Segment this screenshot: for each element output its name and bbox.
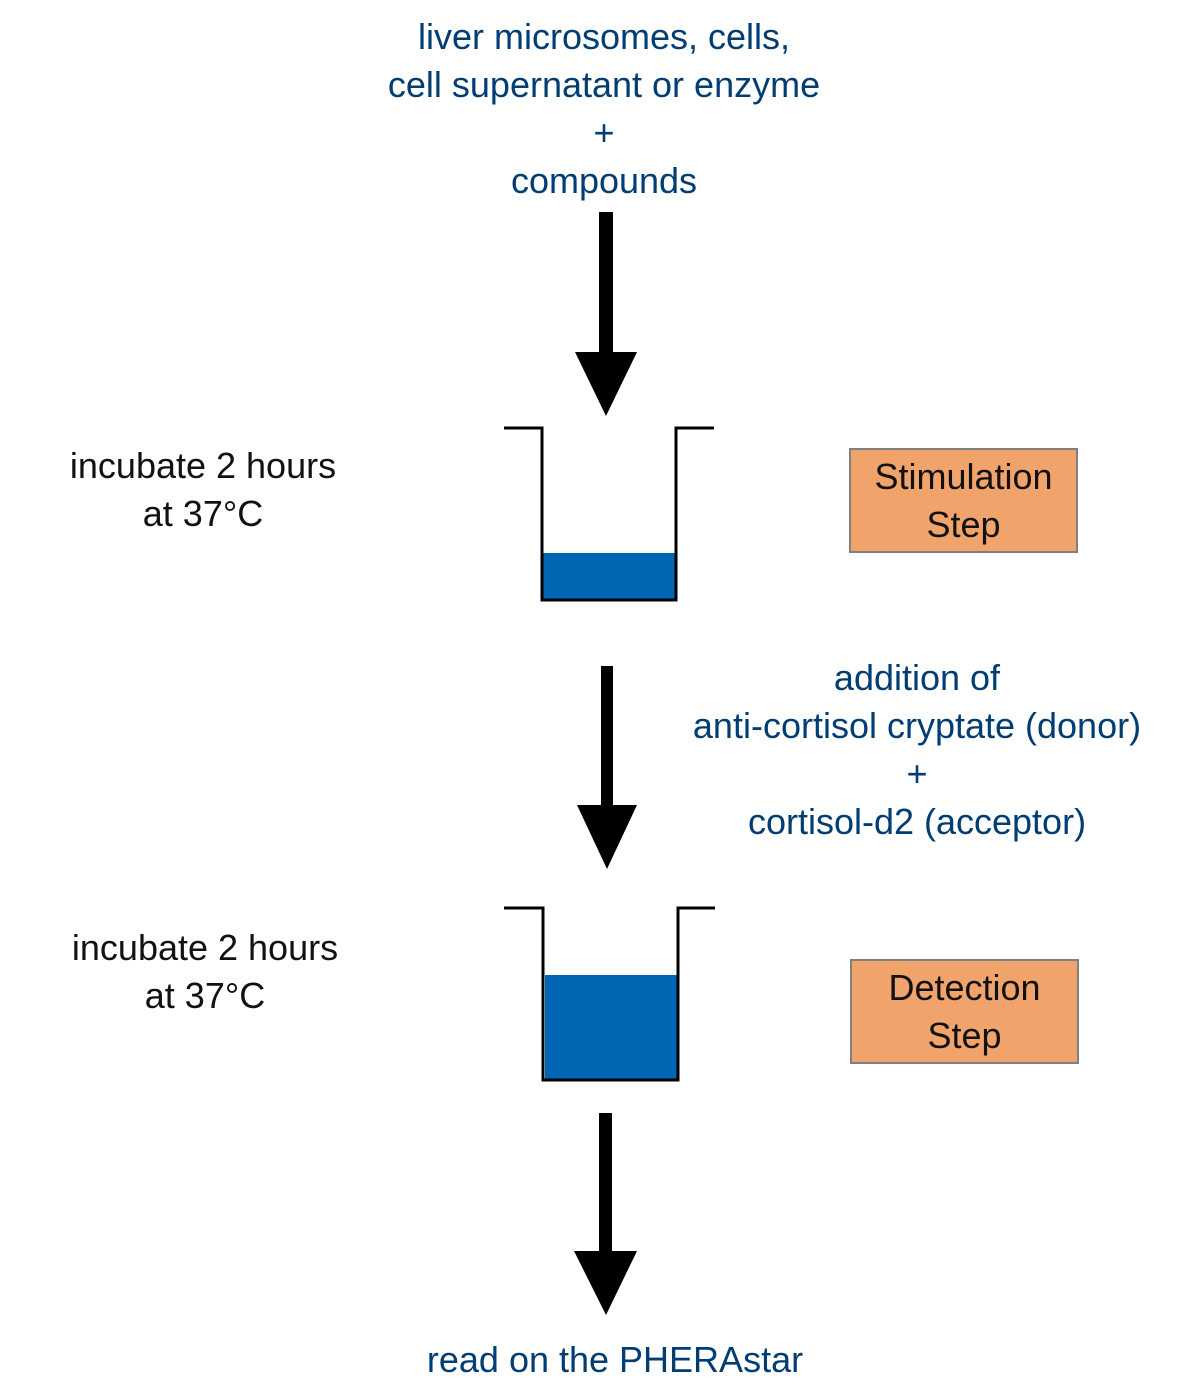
detection-box-line-2: Step [927,1014,1002,1056]
readout-label: read on the PHERAstar [426,1339,804,1380]
input-line-1: liver microsomes, cells, [417,16,791,57]
well-liquid [543,553,675,599]
incubation-2-line-1: incubate 2 hours [71,927,339,968]
addition-line-3: cortisol-d2 (acceptor) [747,801,1087,842]
arrow-down-icon [574,1113,637,1315]
stimulation-step-box: Stimulation Step [849,448,1078,553]
incubation-label-2: incubate 2 hours at 37°C [42,924,368,1020]
well-stimulation [504,426,714,602]
stimulation-box-line-1: Stimulation [874,455,1053,497]
incubation-label-1: incubate 2 hours at 37°C [40,442,366,538]
stimulation-box-line-2: Step [926,503,1001,545]
addition-line-2: anti-cortisol cryptate (donor) [692,705,1142,746]
incubation-2-line-2: at 37°C [144,975,266,1016]
detection-step-box: Detection Step [850,959,1079,1064]
addition-label: addition of anti-cortisol cryptate (dono… [660,654,1174,846]
addition-line-1: addition of [833,657,1001,698]
well-detection [504,906,715,1082]
incubation-1-line-1: incubate 2 hours [69,445,337,486]
addition-plus: + [906,753,928,794]
incubation-1-line-2: at 37°C [142,493,264,534]
detection-box-line-1: Detection [888,966,1041,1008]
input-label: liver microsomes, cells, cell supernatan… [300,13,908,205]
well-liquid [545,975,677,1079]
arrow-down-icon [577,666,637,869]
input-plus: + [593,112,615,153]
input-line-2: cell supernatant or enzyme [387,64,821,105]
input-line-3: compounds [510,160,698,201]
arrow-down-icon [575,212,637,416]
